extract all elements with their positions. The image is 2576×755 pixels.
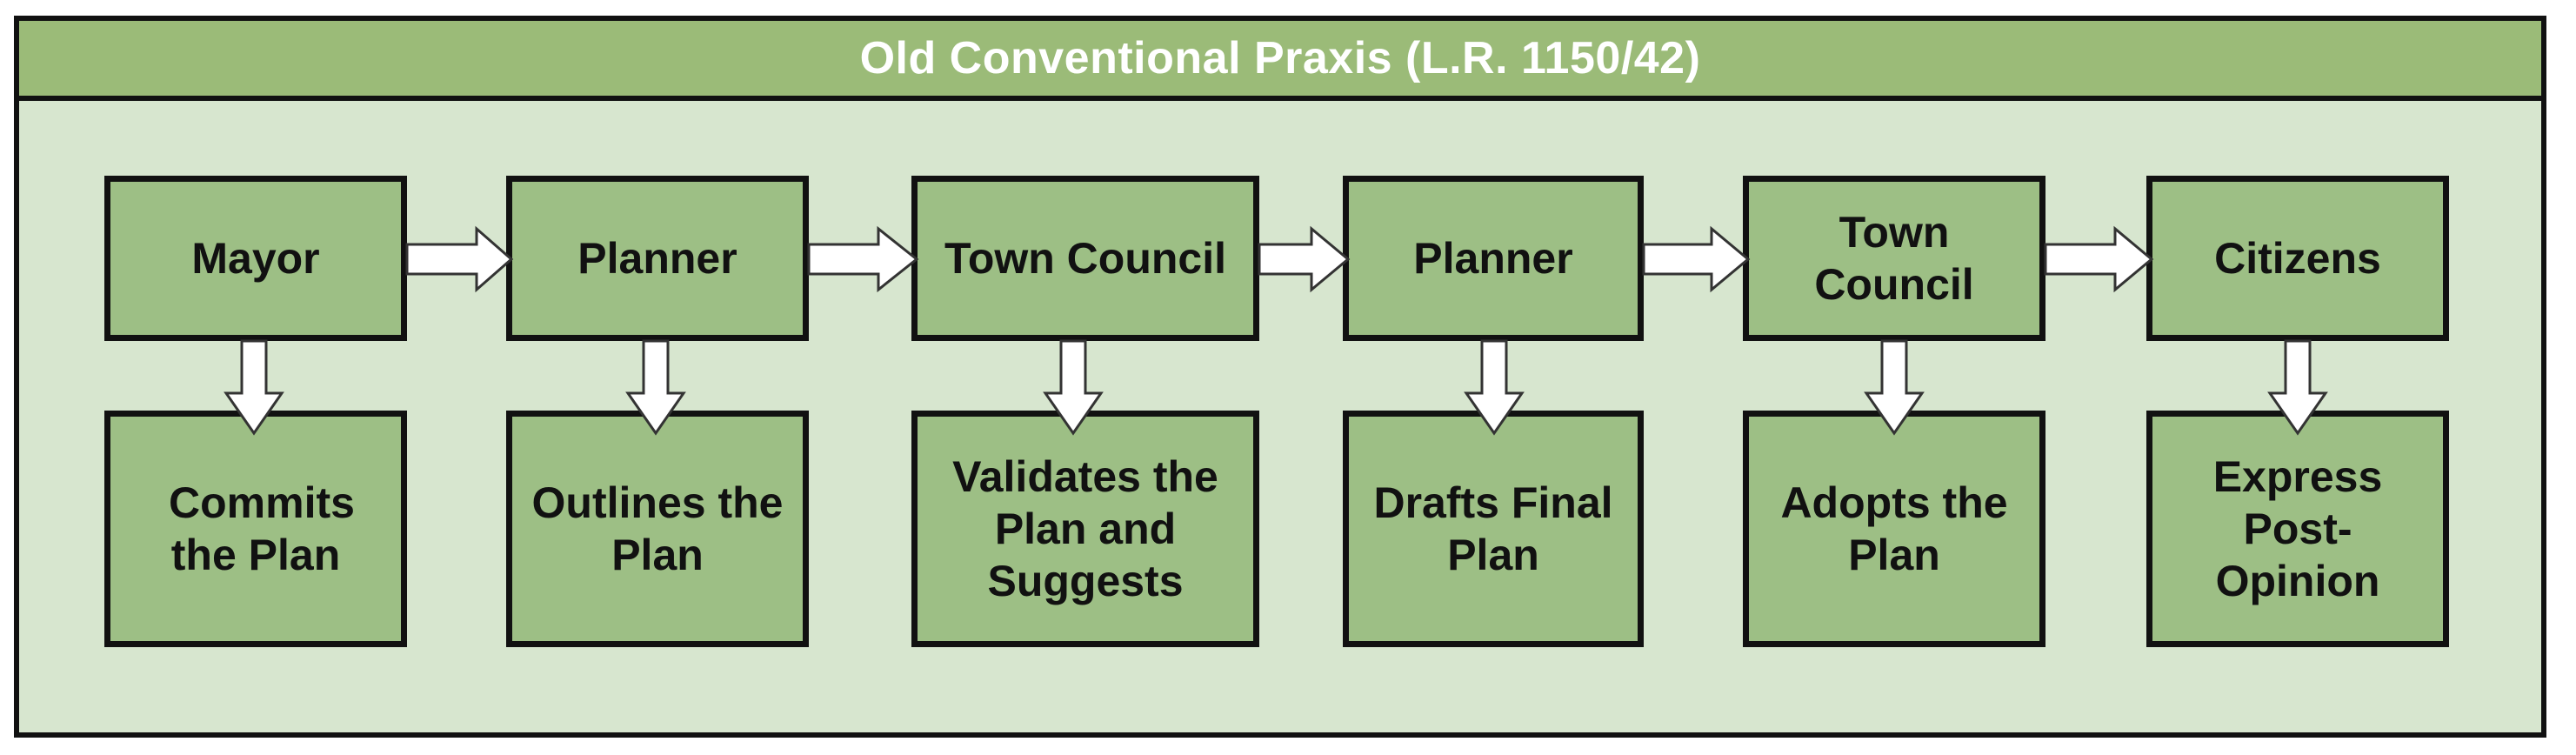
actor-box-town-council-adoption: Town Council <box>1743 176 2045 341</box>
action-label-drafts: Drafts Final Plan <box>1373 478 1613 579</box>
action-label-outlines: Outlines the Plan <box>531 478 784 579</box>
actor-box-planner: Planner <box>506 176 809 341</box>
action-box-outlines: Outlines the Plan <box>506 411 809 647</box>
actor-label-citizens: Citizens <box>2214 234 2381 283</box>
action-box-adopts: Adopts the Plan <box>1743 411 2045 647</box>
action-box-drafts: Drafts Final Plan <box>1343 411 1644 647</box>
diagram-title: Old Conventional Praxis (L.R. 1150/42) <box>859 33 1701 84</box>
action-box-express: Express Post-Opinion <box>2146 411 2449 647</box>
action-label-express: Express Post-Opinion <box>2212 452 2383 605</box>
actor-label-town-council-adoption: Town Council <box>1814 208 1974 309</box>
title-bar: Old Conventional Praxis (L.R. 1150/42) <box>19 21 2541 101</box>
actor-box-town-council: Town Council <box>911 176 1259 341</box>
diagram-frame: Old Conventional Praxis (L.R. 1150/42) <box>14 16 2546 738</box>
actor-label-town-council: Town Council <box>944 234 1227 283</box>
action-label-adopts: Adopts the Plan <box>1780 478 2008 579</box>
action-label-validates: Validates the Plan and Suggests <box>952 452 1218 605</box>
action-label-commits: Commits the Plan <box>169 478 355 579</box>
actor-box-planner-final: Planner <box>1343 176 1644 341</box>
action-box-validates: Validates the Plan and Suggests <box>911 411 1259 647</box>
actor-label-planner-final: Planner <box>1413 234 1573 283</box>
actor-box-mayor: Mayor <box>104 176 407 341</box>
actor-label-planner: Planner <box>577 234 737 283</box>
actor-label-mayor: Mayor <box>191 234 320 283</box>
actor-box-citizens: Citizens <box>2146 176 2449 341</box>
action-box-commits: Commits the Plan <box>104 411 407 647</box>
